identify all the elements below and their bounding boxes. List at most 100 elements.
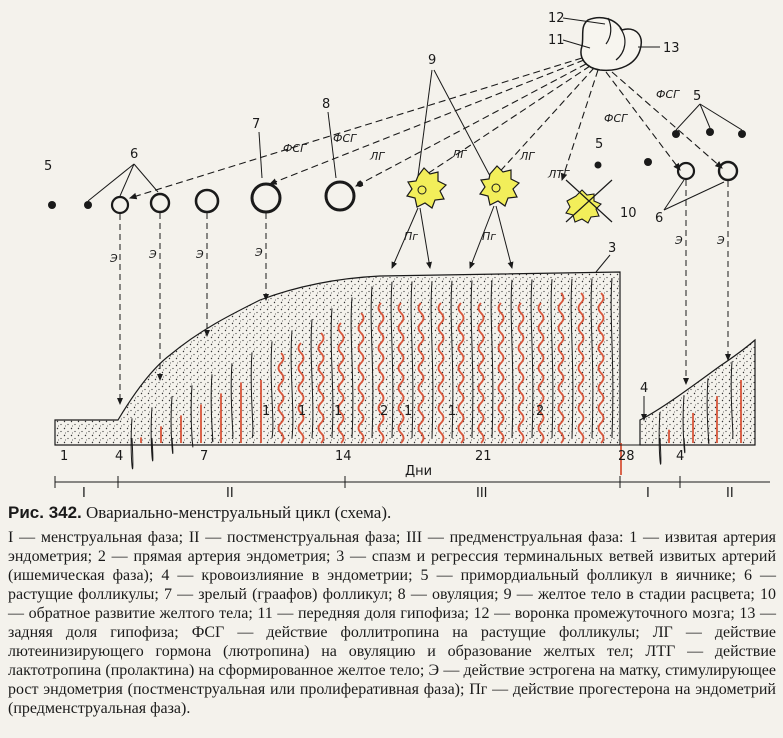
mature-follicle	[250, 182, 282, 214]
coiled-artery	[457, 302, 465, 444]
coiled-artery	[377, 302, 385, 444]
endometrial-gland	[150, 407, 154, 462]
endometrial-gland	[170, 396, 174, 454]
endometrial-gland	[510, 279, 514, 439]
figure-caption: Рис. 342. Овариально-менструальный цикл …	[8, 503, 776, 718]
endometrial-gland	[390, 281, 394, 439]
endometrial-gland	[250, 352, 254, 439]
label-7: 7	[252, 117, 260, 132]
coiled-artery	[537, 302, 545, 444]
endometrial-gland	[706, 378, 710, 445]
artery-label-1: 1	[298, 404, 306, 419]
endometrial-gland	[490, 280, 494, 439]
phase-II: II	[726, 486, 734, 500]
growing-follicle	[194, 188, 220, 214]
lg-label: ЛГ	[369, 150, 385, 163]
progesterone-label: Пг	[482, 230, 496, 243]
day-1: 1	[60, 449, 68, 464]
endometrial-gland	[350, 297, 354, 439]
label-10: 10	[620, 206, 637, 221]
label-9: 9	[428, 53, 436, 68]
coiled-artery	[497, 302, 505, 444]
day-7: 7	[200, 449, 208, 464]
primordial-follicle	[48, 201, 56, 209]
endometrial-gland	[230, 363, 234, 439]
figure-number: Рис. 342.	[8, 503, 82, 522]
endometrial-gland	[730, 361, 734, 439]
estrogen-label: Э	[148, 248, 157, 261]
artery-label-2: 2	[380, 404, 388, 419]
figure-title: Овариально-менструальный цикл (схема).	[81, 503, 392, 522]
label-5: 5	[44, 159, 52, 174]
endometrial-gland	[410, 281, 414, 439]
ltg-label: ЛТГ	[547, 168, 570, 181]
fsg-label: ФСГ	[604, 112, 628, 125]
label-5: 5	[693, 89, 701, 104]
artery-label-2: 2	[536, 404, 544, 419]
endometrial-gland	[550, 279, 554, 439]
day-28: 28	[618, 449, 635, 464]
fsg-label: ФСГ	[283, 142, 307, 155]
endometrial-gland	[570, 278, 574, 439]
label-12: 12	[548, 11, 565, 26]
artery-label-1: 1	[448, 404, 456, 419]
endometrial-gland	[330, 308, 334, 439]
regressing-corpus-luteum	[565, 179, 613, 224]
label-6: 6	[130, 147, 138, 162]
estrogen-label: Э	[195, 248, 204, 261]
endometrial-gland	[190, 385, 194, 448]
label-13: 13	[663, 41, 680, 56]
artery-label-1: 1	[262, 404, 270, 419]
ovarian-menstrual-cycle-diagram: 12 11 13 9 ФСГ ФСГ ЛГ ЛГ ЛГ ЛТГ ФСГ ФСГ …	[44, 11, 770, 500]
label-8: 8	[322, 97, 330, 112]
label-11: 11	[548, 33, 565, 48]
day-21: 21	[475, 449, 492, 464]
coiled-artery	[417, 302, 425, 444]
progesterone-label: Пг	[404, 230, 418, 243]
label-6: 6	[655, 211, 663, 226]
lg-label: ЛГ	[519, 150, 535, 163]
day-4: 4	[115, 449, 123, 464]
corpus-luteum	[478, 165, 521, 207]
corpus-luteum	[405, 167, 448, 209]
endometrial-gland	[450, 280, 454, 439]
endometrial-gland	[130, 418, 134, 470]
day-4: 4	[676, 449, 684, 464]
endometrium	[54, 271, 756, 475]
endometrial-gland	[210, 374, 214, 442]
endometrial-gland	[290, 330, 294, 439]
endometrial-gland	[430, 281, 434, 439]
coiled-artery	[577, 292, 585, 444]
endometrial-gland	[310, 319, 314, 439]
estrogen-label: Э	[674, 234, 683, 247]
growing-follicle	[110, 195, 130, 215]
phase-I: I	[82, 486, 86, 500]
coiled-artery	[397, 302, 405, 444]
label-4: 4	[640, 381, 648, 396]
coiled-artery	[337, 322, 345, 444]
ovulation-follicle	[324, 180, 356, 212]
coiled-artery	[297, 342, 305, 444]
estrogen-label: Э	[716, 234, 725, 247]
pituitary-gland	[580, 17, 642, 72]
primordial-follicle	[84, 201, 92, 209]
coiled-artery	[317, 332, 325, 444]
coiled-artery	[437, 302, 445, 444]
coiled-artery	[357, 312, 365, 444]
growing-follicle	[149, 192, 171, 214]
coiled-artery	[477, 302, 485, 444]
artery-label-1: 1	[334, 404, 342, 419]
artery-label-1: 1	[404, 404, 412, 419]
estrogen-label: Э	[254, 246, 263, 259]
coiled-artery	[597, 292, 605, 444]
coiled-artery	[557, 292, 565, 444]
caption-body: I — менструальная фаза; II — постменстру…	[8, 529, 776, 717]
endometrial-gland	[590, 278, 594, 439]
phase-I: I	[646, 486, 650, 500]
endometrial-gland	[658, 411, 662, 465]
endometrial-gland	[370, 286, 374, 439]
coiled-artery	[277, 352, 285, 444]
phase-III: III	[476, 486, 488, 500]
lg-label: ЛГ	[451, 148, 467, 161]
coiled-artery	[517, 302, 525, 444]
